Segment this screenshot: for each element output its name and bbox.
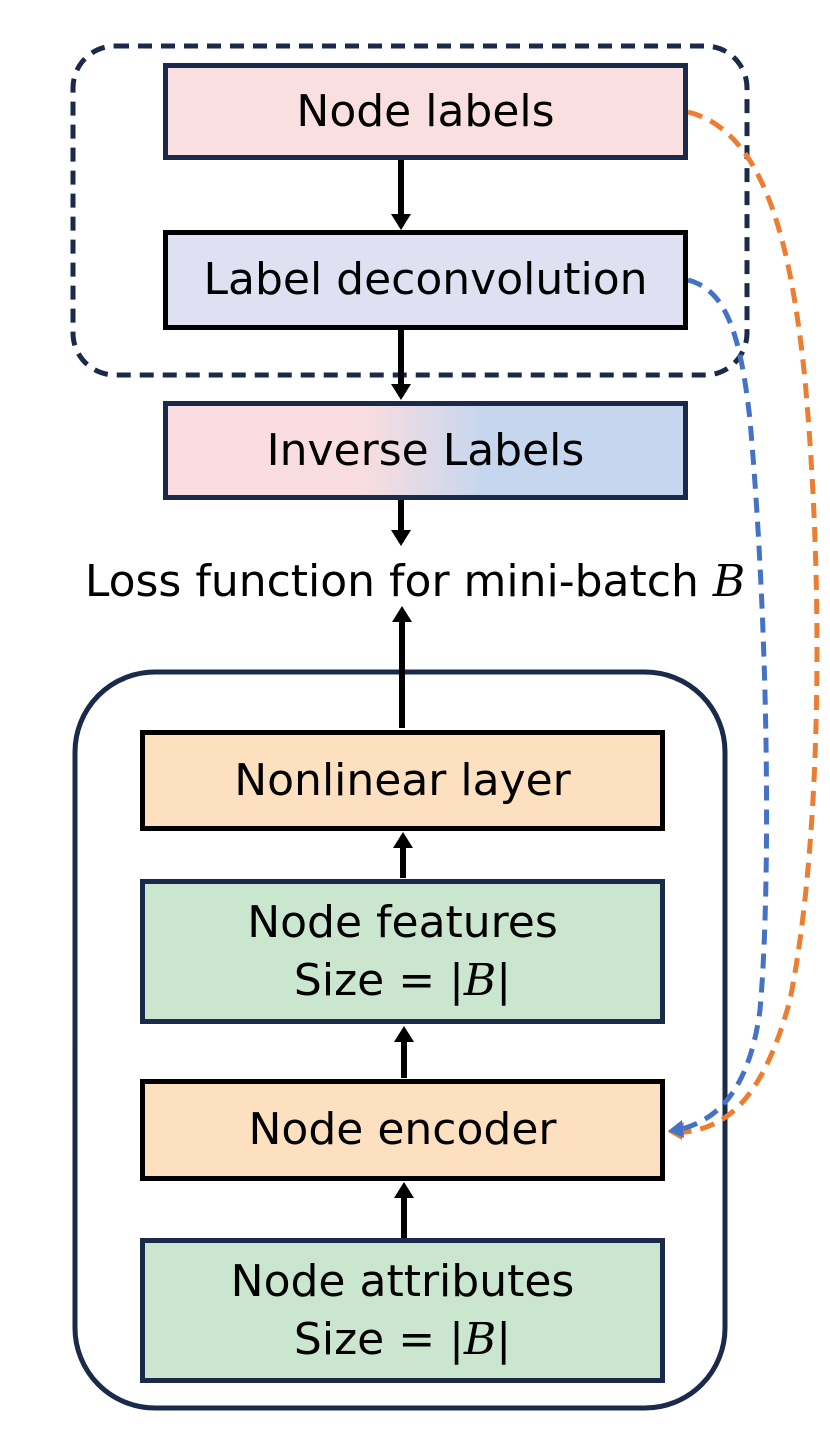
loss-function-label: Loss function for mini-batch B (0, 552, 830, 612)
node-features-size-prefix: Size = | (293, 954, 464, 1006)
label-deconvolution-text: Label deconvolution (203, 254, 648, 305)
node-encoder-text: Node encoder (248, 1104, 557, 1155)
blue-dashed-connector (677, 277, 770, 1133)
node-attributes-size-suffix: | (496, 1313, 512, 1365)
inverse-labels-text: Inverse Labels (266, 424, 585, 476)
node-labels-box: Node labels (163, 63, 688, 160)
node-attributes-size-symbol: B (463, 1313, 497, 1365)
node-features-size: Size = |B| (294, 952, 511, 1010)
node-features-size-suffix: | (496, 954, 512, 1006)
node-attributes-box: Node attributes Size = |B| (140, 1238, 665, 1383)
arrowhead-attributes-to-encoder (394, 1182, 414, 1198)
arrowhead-deconvolution-to-inverse (391, 384, 411, 400)
loss-function-text: Loss function for mini-batch (84, 556, 713, 607)
arrowhead-inverse-to-loss (391, 530, 411, 546)
arrowhead-encoder-to-features (394, 1026, 414, 1042)
node-attributes-title: Node attributes (230, 1255, 575, 1307)
node-features-size-symbol: B (463, 954, 497, 1006)
mini-batch-symbol: B (712, 556, 746, 607)
node-features-title: Node features (247, 896, 558, 948)
node-features-box: Node features Size = |B| (140, 879, 665, 1024)
label-deconvolution-box: Label deconvolution (163, 230, 688, 330)
arrowhead-labels-to-deconvolution (391, 214, 411, 230)
orange-dashed-connector (675, 109, 820, 1136)
inverse-labels-box: Inverse Labels (163, 401, 688, 500)
nonlinear-layer-text: Nonlinear layer (234, 754, 571, 806)
nonlinear-layer-box: Nonlinear layer (140, 730, 665, 831)
node-labels-text: Node labels (296, 85, 555, 137)
node-attributes-size: Size = |B| (294, 1311, 511, 1369)
node-attributes-size-prefix: Size = | (293, 1313, 464, 1365)
arrowhead-features-to-nonlinear (393, 832, 413, 848)
arrowhead-nonlinear-to-loss (392, 606, 412, 622)
blue-arrowhead (668, 1120, 684, 1138)
node-encoder-box: Node encoder (140, 1079, 665, 1181)
